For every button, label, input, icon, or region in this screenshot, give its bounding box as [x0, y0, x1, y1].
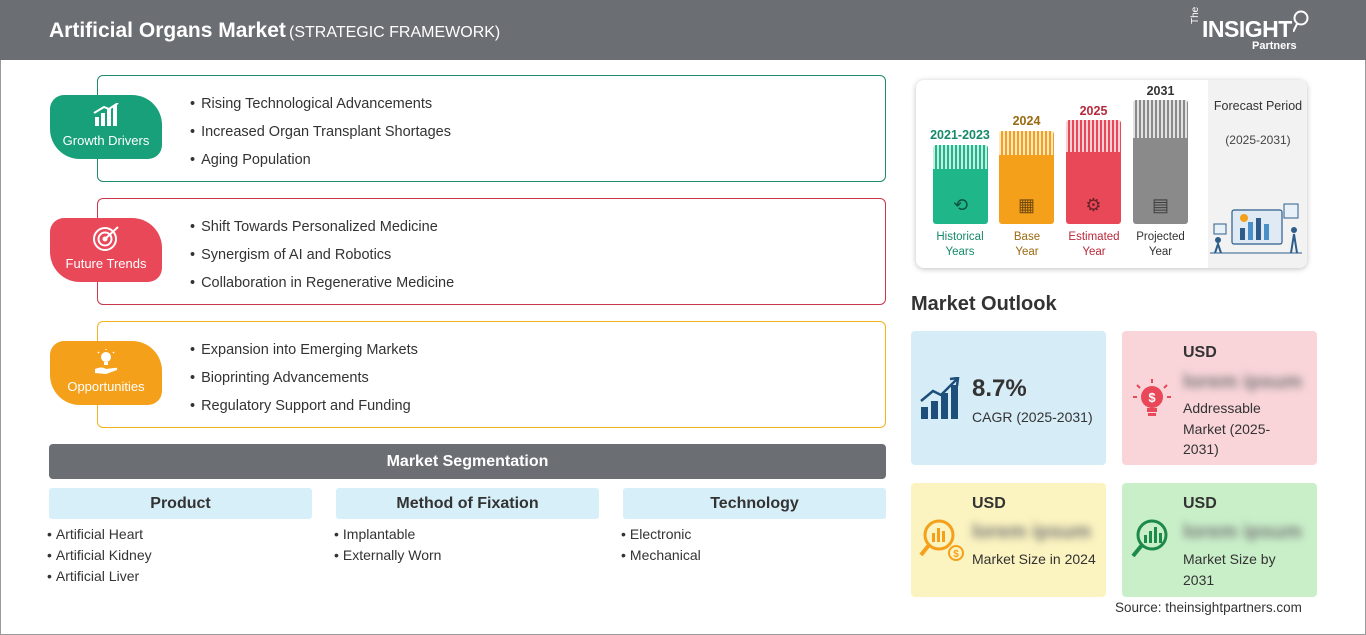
list-item: Rising Technological Advancements — [190, 93, 451, 121]
market-size-2024-card: USD lorem ipsum Market Size in 2024 $ — [911, 483, 1106, 597]
source-note: Source: theinsightpartners.com — [1115, 600, 1302, 615]
future-trends-badge: Future Trends — [50, 218, 162, 282]
market-size-2031-value: lorem ipsum — [1183, 521, 1302, 543]
segment-heading-product: Product — [49, 488, 312, 519]
lightbulb-dollar-icon: $ — [1131, 377, 1173, 426]
future-trends-list: Shift Towards Personalized Medicine Syne… — [190, 216, 454, 300]
list-item: Aging Population — [190, 149, 451, 177]
forecast-label: Forecast Period — [1213, 99, 1303, 113]
market-size-2031-card: USD lorem ipsum Market Size by 2031 — [1122, 483, 1317, 597]
cagr-label: CAGR (2025-2031) — [972, 409, 1093, 425]
future-trends-box: Shift Towards Personalized Medicine Syne… — [97, 198, 886, 305]
growth-drivers-badge: Growth Drivers — [50, 95, 162, 159]
market-segmentation-header: Market Segmentation — [49, 444, 886, 479]
addressable-market-card: USD lorem ipsum Addressable Market (2025… — [1122, 331, 1317, 465]
segment-list-method-of-fixation: Implantable Externally Worn — [334, 524, 442, 566]
list-item: Artificial Heart — [47, 524, 152, 545]
svg-text:$: $ — [1148, 390, 1156, 405]
list-item: Mechanical — [621, 545, 701, 566]
badge-label: Growth Drivers — [62, 133, 150, 148]
cagr-value: 8.7% — [972, 375, 1027, 402]
bar-chart-rising-icon — [50, 102, 162, 132]
lightbulb-hand-icon — [50, 349, 162, 380]
list-item: Expansion into Emerging Markets — [190, 339, 418, 367]
magnifier-growth-icon — [1130, 517, 1176, 568]
timeline-bar-historical: ⟲ — [933, 145, 988, 224]
forecast-years: (2025-2031) — [1225, 133, 1291, 147]
gears-icon: ⚙ — [1085, 195, 1102, 215]
magnifier-chart-icon: $ — [919, 517, 965, 568]
target-icon — [50, 226, 162, 257]
segment-list-technology: Electronic Mechanical — [621, 524, 701, 566]
list-item: Artificial Liver — [47, 566, 152, 587]
timeline-year: 2021-2023 — [930, 128, 990, 142]
cagr-card: 8.7% CAGR (2025-2031) — [911, 331, 1106, 465]
market-size-2031-label: Market Size by 2031 — [1183, 551, 1276, 588]
timeline-bar-estimated: ⚙ — [1066, 120, 1121, 224]
segment-heading-method-of-fixation: Method of Fixation — [336, 488, 599, 519]
currency-label: USD — [1183, 344, 1217, 361]
list-item: Regulatory Support and Funding — [190, 395, 418, 423]
page-title: Artificial Organs Market — [49, 19, 286, 42]
timeline-caption: Base Year — [1013, 231, 1041, 258]
calendar-icon: ▦ — [1017, 195, 1035, 215]
timeline-year: 2031 — [1146, 84, 1175, 98]
timeline-bar-base: ▦ — [999, 131, 1054, 224]
market-size-2024-label: Market Size in 2024 — [972, 551, 1096, 567]
analytics-illustration-icon — [1210, 200, 1302, 259]
opportunities-box: Expansion into Emerging Markets Bioprint… — [97, 321, 886, 428]
badge-label: Opportunities — [67, 379, 145, 394]
history-icon: ⟲ — [952, 195, 969, 215]
growth-drivers-box: Rising Technological Advancements Increa… — [97, 75, 886, 182]
header-bar: Artificial Organs Market (STRATEGIC FRAM… — [0, 0, 1366, 60]
addressable-market-label: Addressable Market (2025-2031) — [1183, 400, 1271, 457]
growth-chart-icon — [919, 376, 963, 426]
logo-mark-icon — [1293, 10, 1309, 32]
market-size-2024-value: lorem ipsum — [972, 521, 1091, 543]
currency-label: USD — [972, 495, 1006, 512]
timeline-caption: Estimated Year — [1068, 231, 1120, 258]
svg-text:$: $ — [953, 549, 959, 560]
list-item: Shift Towards Personalized Medicine — [190, 216, 454, 244]
segment-list-product: Artificial Heart Artificial Kidney Artif… — [47, 524, 152, 587]
page-subtitle: (STRATEGIC FRAMEWORK) — [289, 24, 501, 41]
market-outlook-title: Market Outlook — [911, 293, 1057, 315]
timeline-caption: Historical Years — [936, 231, 984, 258]
list-item: Bioprinting Advancements — [190, 367, 418, 395]
segment-heading-technology: Technology — [623, 488, 886, 519]
growth-drivers-list: Rising Technological Advancements Increa… — [190, 93, 451, 177]
list-item: Electronic — [621, 524, 701, 545]
badge-label: Future Trends — [65, 256, 147, 271]
timeline-year: 2025 — [1079, 104, 1108, 118]
currency-label: USD — [1183, 495, 1217, 512]
list-item: Externally Worn — [334, 545, 442, 566]
list-item: Artificial Kidney — [47, 545, 152, 566]
addressable-market-value: lorem ipsum — [1183, 371, 1302, 393]
timeline-year: 2024 — [1012, 114, 1041, 128]
list-item: Synergism of AI and Robotics — [190, 244, 454, 272]
list-item: Increased Organ Transplant Shortages — [190, 121, 451, 149]
list-item: Collaboration in Regenerative Medicine — [190, 272, 454, 300]
presentation-icon: ▤ — [1151, 195, 1169, 215]
timeline-bar-projected: ▤ — [1133, 100, 1188, 224]
opportunities-badge: Opportunities — [50, 341, 162, 405]
company-logo: The INSIGHT Partners — [1190, 7, 1320, 54]
list-item: Implantable — [334, 524, 441, 545]
timeline-caption: Projected Year — [1136, 231, 1185, 258]
opportunities-list: Expansion into Emerging Markets Bioprint… — [190, 339, 418, 423]
